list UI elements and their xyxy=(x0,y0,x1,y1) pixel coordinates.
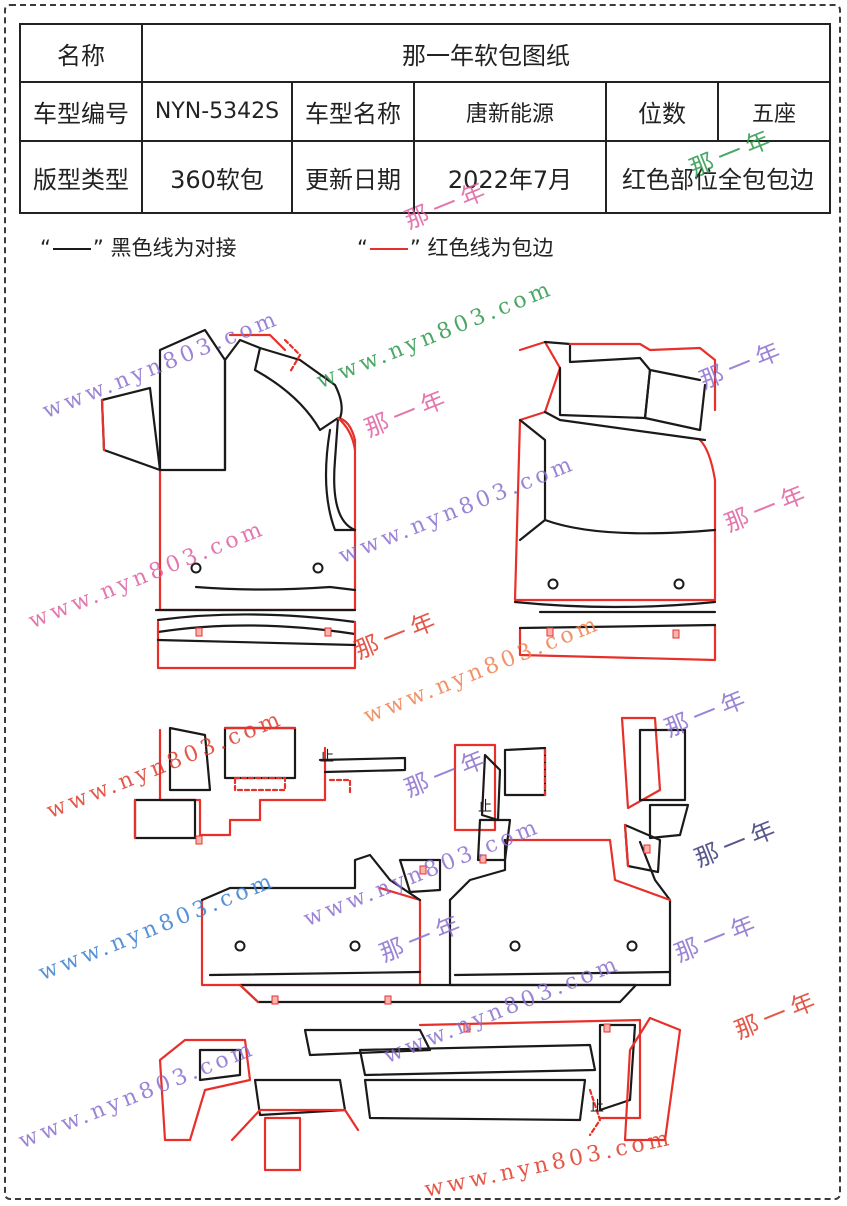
type-value: 360软包 xyxy=(141,140,293,214)
info-table: 名称 那一年软包图纸 车型编号 NYN-5342S 车型名称 唐新能源 位数 五… xyxy=(19,23,831,214)
legend-black: “ ” 黑色线为对接 xyxy=(40,232,236,262)
rear-mat-set xyxy=(133,716,690,1172)
date-value: 2022年7月 xyxy=(413,140,607,214)
legend-red: “ ” 红色线为包边 xyxy=(357,232,553,262)
page-border xyxy=(4,4,841,1200)
model-name-value: 唐新能源 xyxy=(413,81,607,142)
quote-close: ” xyxy=(92,236,104,260)
quote-open: “ xyxy=(357,236,368,260)
quote-open: “ xyxy=(40,236,51,260)
red-line-sample xyxy=(369,248,408,250)
red-note: 红色部位全包包边 xyxy=(605,140,831,214)
stop-marker: 止 xyxy=(320,749,334,765)
info-row-name: 名称 那一年软包图纸 xyxy=(19,23,831,83)
stop-marker: 止 xyxy=(590,1099,604,1115)
seats-label: 位数 xyxy=(605,81,719,142)
name-label: 名称 xyxy=(19,23,143,83)
model-no-value: NYN-5342S xyxy=(141,81,293,142)
mount-holes xyxy=(190,562,685,952)
date-label: 更新日期 xyxy=(291,140,415,214)
model-no-label: 车型编号 xyxy=(19,81,143,142)
front-right-mat xyxy=(513,340,717,662)
name-value: 那一年软包图纸 xyxy=(141,23,831,83)
legend-red-text: 红色线为包边 xyxy=(427,236,554,260)
red-tabs xyxy=(195,627,680,1033)
legend-black-text: 黑色线为对接 xyxy=(110,236,237,260)
quote-close: ” xyxy=(409,236,421,260)
stop-marker: 止 xyxy=(478,799,492,815)
seats-value: 五座 xyxy=(717,81,831,142)
info-row-type: 版型类型 360软包 更新日期 2022年7月 红色部位全包包边 xyxy=(19,140,831,214)
type-label: 版型类型 xyxy=(19,140,143,214)
front-left-mat xyxy=(100,328,357,670)
info-row-model: 车型编号 NYN-5342S 车型名称 唐新能源 位数 五座 xyxy=(19,81,831,142)
black-line-sample xyxy=(52,248,91,250)
model-name-label: 车型名称 xyxy=(291,81,415,142)
